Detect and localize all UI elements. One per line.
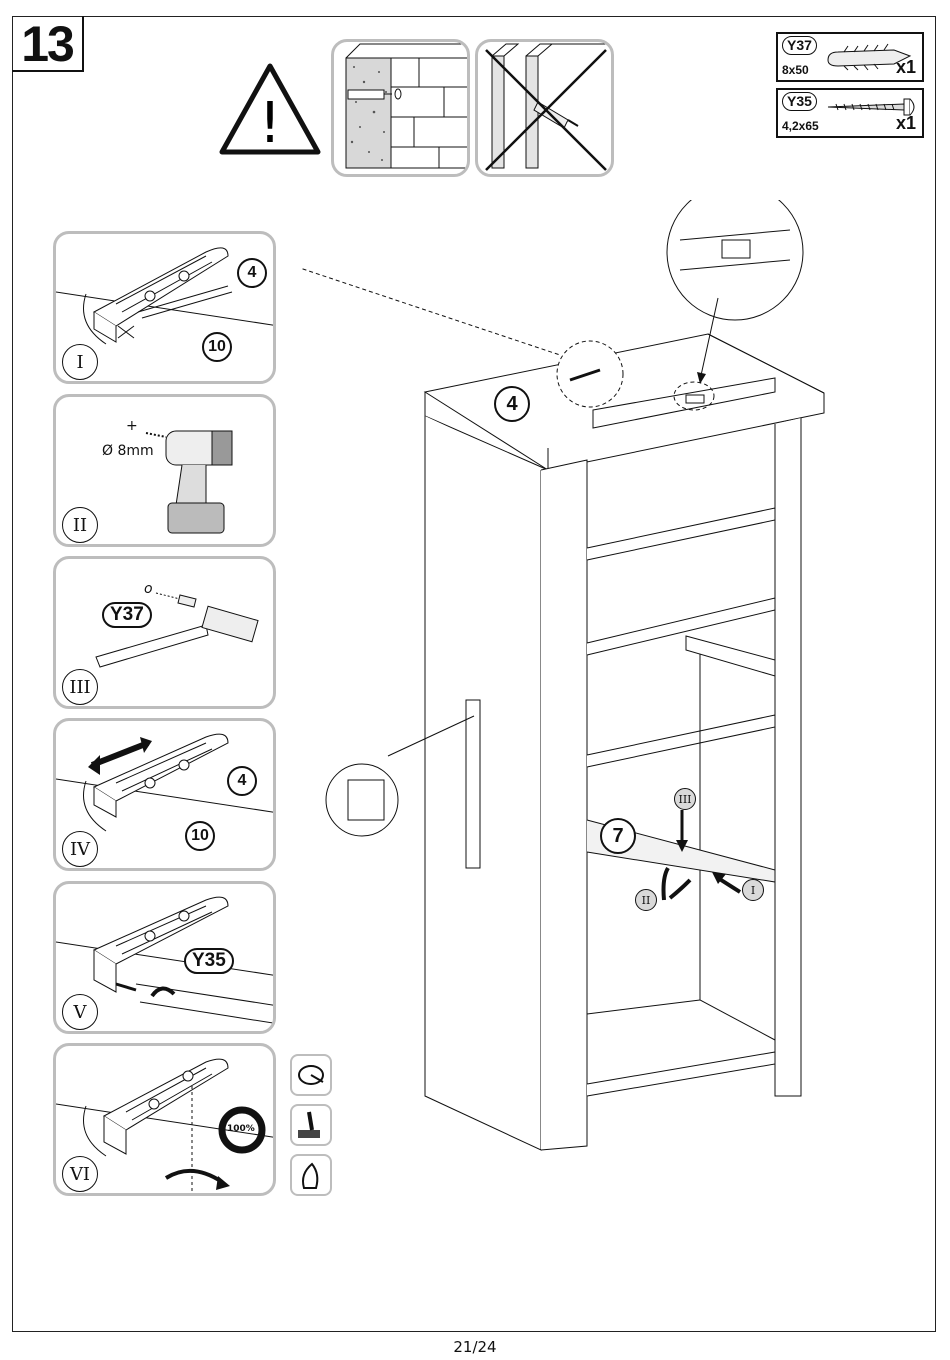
main-shelf-part-label: 7	[600, 818, 636, 854]
action-label: I	[742, 879, 764, 901]
hardware-code: Y35	[782, 92, 817, 111]
substep-panel-vi: 100% VI	[53, 1043, 276, 1196]
solid-wall-panel	[331, 39, 470, 177]
solid-wall-plug-icon	[334, 42, 470, 177]
part-label: Y37	[102, 602, 152, 628]
substep-roman: III	[62, 669, 98, 705]
part-label: 4	[227, 766, 257, 796]
substep-roman: VI	[62, 1156, 98, 1192]
hardware-qty: x1	[896, 113, 916, 134]
part-label: 10	[202, 332, 232, 362]
page-number: 21/24	[0, 1338, 950, 1356]
hardware-y35: Y35 4,2x65 x1	[776, 88, 924, 138]
drywall-panel	[475, 39, 614, 177]
plug-marker: o	[144, 581, 153, 597]
screwdriver-icon	[290, 1154, 332, 1196]
substep-panel-i: 4 10 I	[53, 231, 276, 384]
torque-label: 100%	[227, 1124, 255, 1134]
substep-panel-iii: o Y37 III	[53, 556, 276, 709]
hardware-code: Y37	[782, 36, 817, 55]
part-label: Y35	[184, 948, 234, 974]
action-label: II	[635, 889, 657, 911]
hardware-qty: x1	[896, 57, 916, 78]
step-number: 13	[12, 16, 84, 72]
warning-symbol: !	[259, 91, 281, 156]
part-label: 10	[185, 821, 215, 851]
drywall-plug-crossed-icon	[478, 42, 614, 177]
warning-triangle-icon: !	[218, 62, 322, 156]
substep-panel-ii: + Ø 8mm II	[53, 394, 276, 547]
hardware-size: 4,2x65	[782, 119, 819, 133]
substep-panel-v: Y35 V	[53, 881, 276, 1034]
drill-marker: +	[126, 418, 138, 434]
part-label: 4	[237, 258, 267, 288]
substep-roman: IV	[62, 831, 98, 867]
drill-size-label: Ø 8mm	[102, 443, 154, 459]
hardware-size: 8x50	[782, 63, 809, 77]
hardware-y37: Y37 8x50 x1	[776, 32, 924, 82]
action-label: III	[674, 788, 696, 810]
substep-roman: I	[62, 344, 98, 380]
substep-panel-iv: 4 10 IV	[53, 718, 276, 871]
cabinet-illustration	[300, 200, 920, 1160]
substep-roman: V	[62, 994, 98, 1030]
substep-roman: II	[62, 507, 98, 543]
main-top-part-label: 4	[494, 386, 530, 422]
